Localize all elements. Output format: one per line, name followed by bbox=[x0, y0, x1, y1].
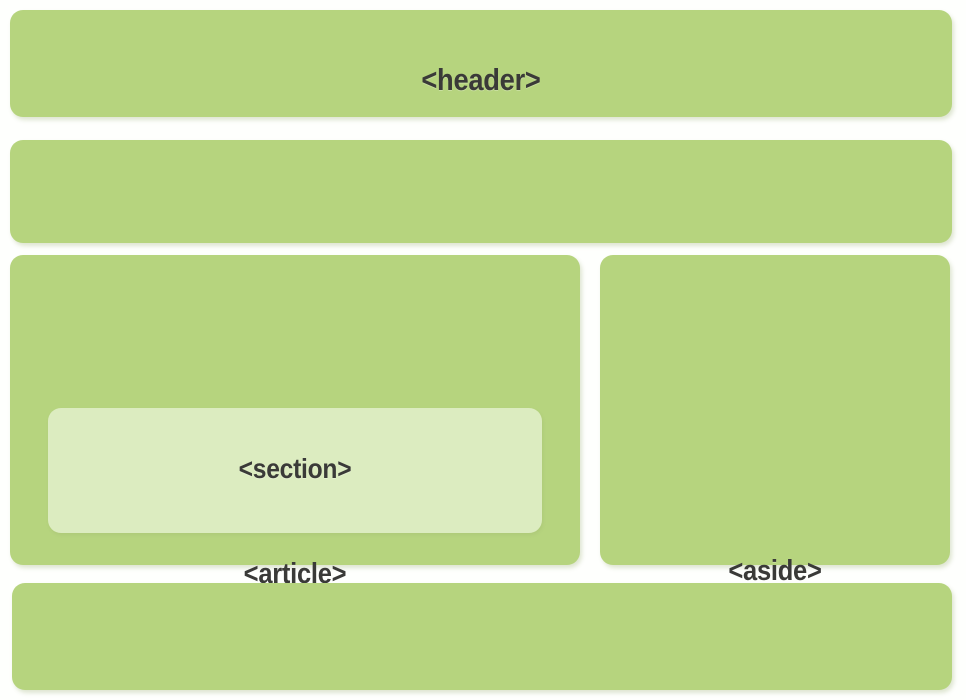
region-aside-label: <aside> bbox=[728, 555, 822, 587]
region-footer: <footer> bbox=[12, 583, 952, 690]
region-header: <header> bbox=[10, 10, 952, 117]
region-nav: <nav> bbox=[10, 140, 952, 352]
region-article: <article> <section> bbox=[10, 255, 580, 590]
region-section-label: <section> bbox=[238, 453, 352, 484]
region-header-label: <header> bbox=[421, 62, 541, 97]
region-section: <section> bbox=[48, 408, 542, 533]
region-aside: <aside> bbox=[600, 255, 950, 587]
